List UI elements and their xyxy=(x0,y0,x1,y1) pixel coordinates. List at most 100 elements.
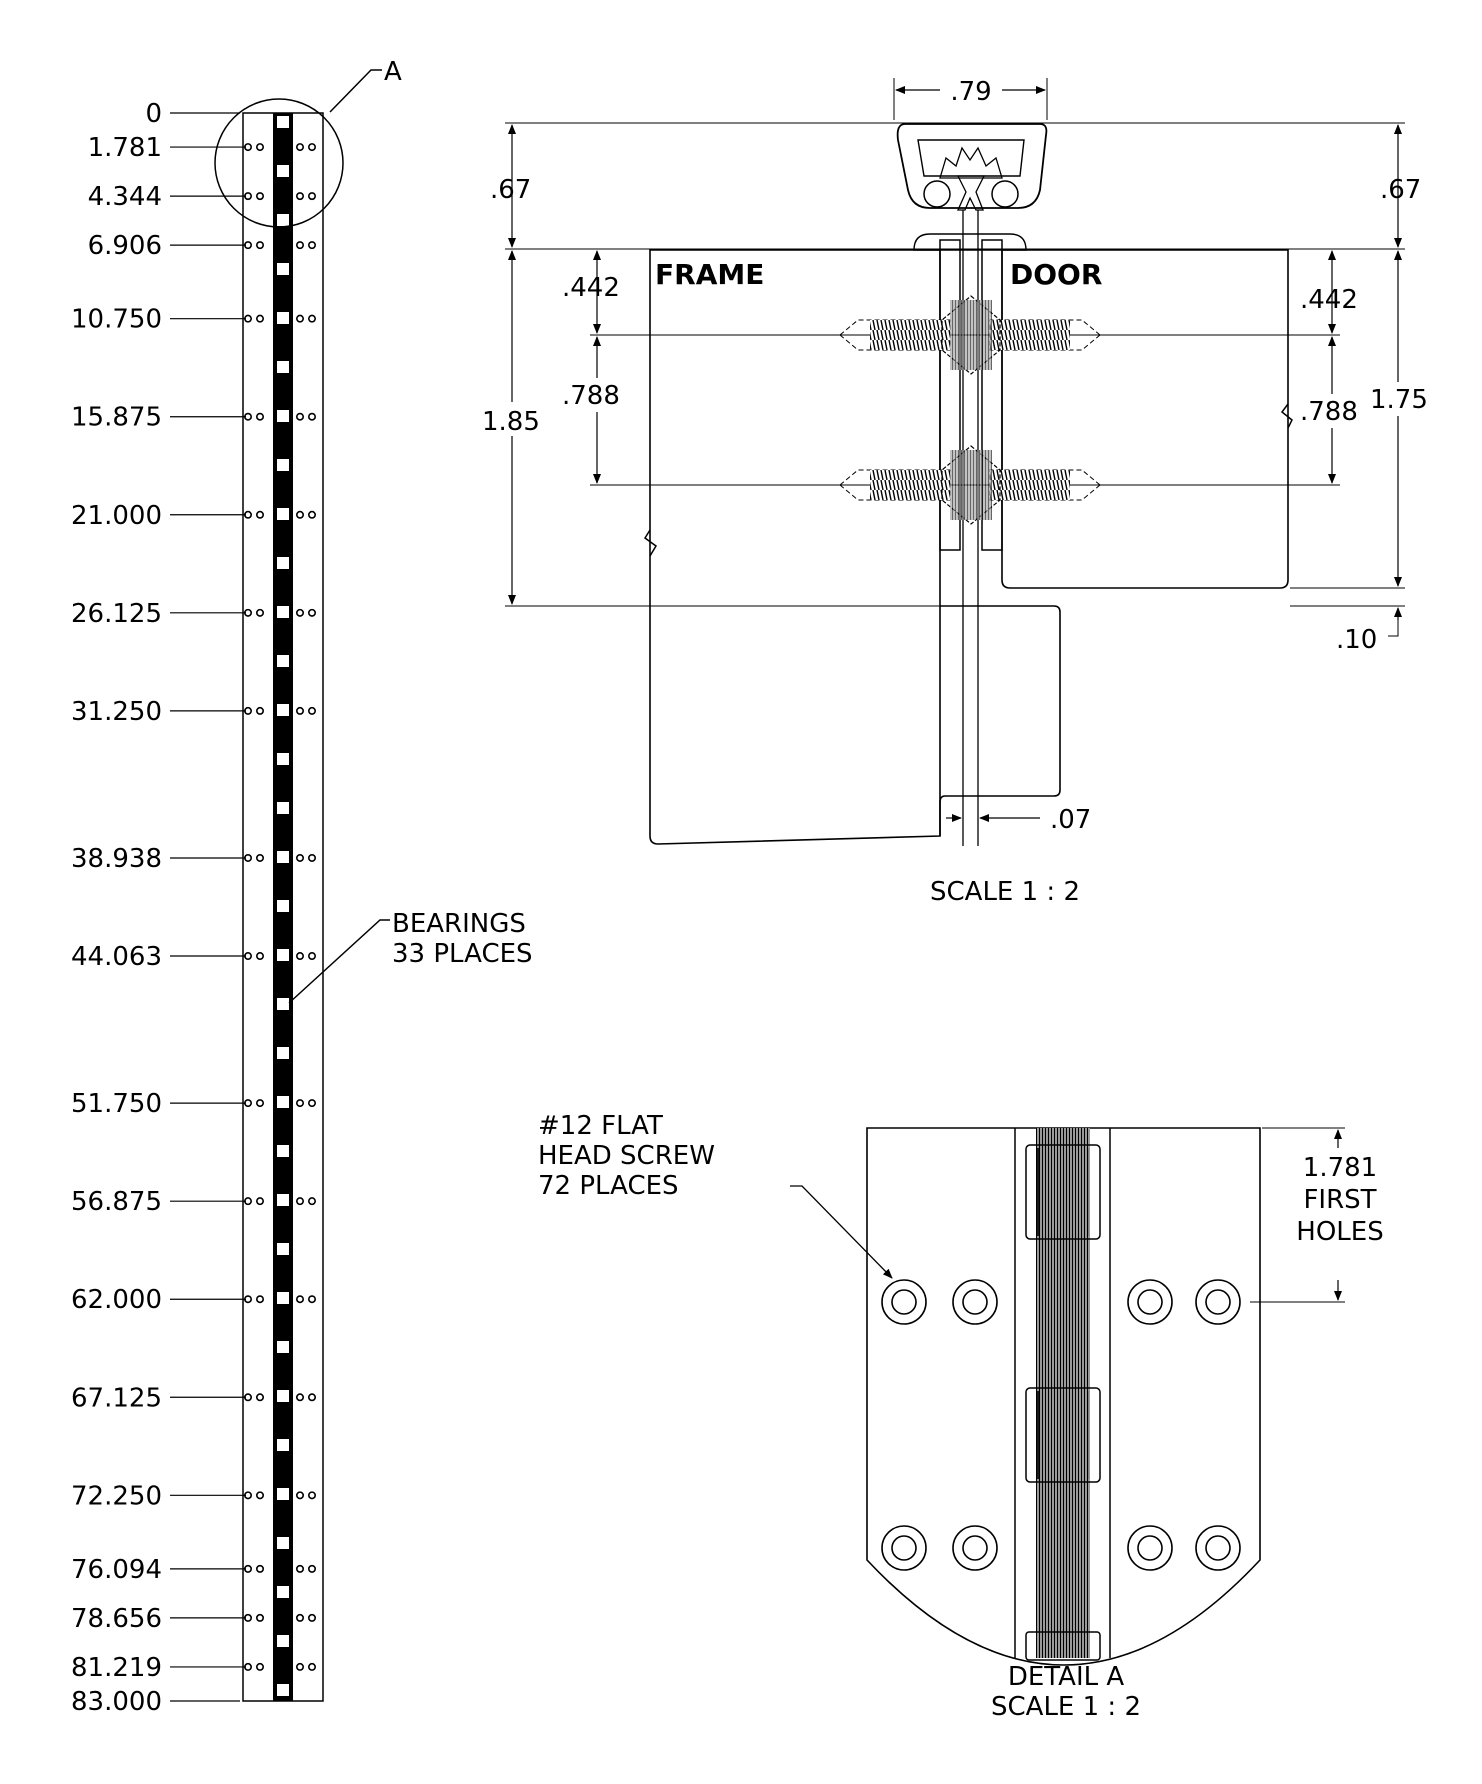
hinge-elevation-view: 01.7814.3446.90610.75015.87521.00026.125… xyxy=(71,57,533,1717)
screw-hole-mark xyxy=(307,510,316,519)
screw-hole-mark xyxy=(307,314,316,323)
detail-hole-outer xyxy=(1127,1525,1173,1571)
bearing-mark xyxy=(277,998,289,1010)
dim-788-right-label: .788 xyxy=(1300,397,1358,427)
bearing-mark xyxy=(277,802,289,814)
gear-pivot-right xyxy=(991,180,1019,208)
detail-hole-outer xyxy=(1195,1525,1241,1571)
screw-hole-mark xyxy=(255,192,264,201)
detail-a-view: #12 FLAT HEAD SCREW 72 PLACES 1.781 FIRS… xyxy=(538,1111,1384,1722)
bearing-mark xyxy=(277,459,289,471)
position-label: 6.906 xyxy=(88,231,162,261)
detail-hole-inner xyxy=(891,1289,917,1315)
gear-cover-cap xyxy=(896,123,1048,209)
position-label: 51.750 xyxy=(71,1089,162,1119)
screw-hole-mark xyxy=(307,143,316,152)
section-view: .79 .67 .67 1.85 1.75 .10 .442 .788 .442 xyxy=(478,77,1431,907)
screw-hole-mark xyxy=(295,608,304,617)
screw-hole-mark xyxy=(255,241,264,250)
position-label: 4.344 xyxy=(88,182,162,212)
door-break-mark xyxy=(1280,403,1293,429)
bearing-mark xyxy=(277,1292,289,1304)
screw-holes-elevation xyxy=(244,143,316,1671)
screw-hole-mark xyxy=(307,1197,316,1206)
screw-hole-mark xyxy=(307,241,316,250)
door-block xyxy=(1001,249,1289,589)
screw-hole-mark xyxy=(255,1662,264,1671)
gear-cover-inner xyxy=(917,139,1025,177)
position-label: 56.875 xyxy=(71,1187,162,1217)
bearing-mark xyxy=(277,753,289,765)
screw-hole-mark xyxy=(307,706,316,715)
screw-hole-mark xyxy=(255,1197,264,1206)
position-label: 31.250 xyxy=(71,697,162,727)
bearing-marks xyxy=(277,116,289,1696)
screw-hole-mark xyxy=(255,952,264,961)
bearing-mark xyxy=(277,214,289,226)
gear-pivot-left xyxy=(923,180,951,208)
screw-row-top xyxy=(839,295,1101,375)
bearing-mark xyxy=(277,1145,289,1157)
dim-07-label: .07 xyxy=(1050,805,1091,835)
screw-note-line2: HEAD SCREW xyxy=(538,1141,715,1171)
frame-block xyxy=(649,249,941,845)
position-label: 10.750 xyxy=(71,305,162,335)
screw-hole-mark xyxy=(255,853,264,862)
dim-10-label: .10 xyxy=(1336,625,1377,655)
detail-title: DETAIL A xyxy=(1008,1662,1125,1692)
screw-left-bottom-thread xyxy=(870,470,950,500)
bearing-mark xyxy=(277,851,289,863)
screw-note-leader xyxy=(790,1185,893,1279)
screw-hole-mark xyxy=(295,1295,304,1304)
bearing-mark xyxy=(277,1194,289,1206)
detail-bearing-bottom xyxy=(1025,1631,1101,1661)
detail-hole-inner xyxy=(891,1535,917,1561)
screw-hole-mark xyxy=(295,192,304,201)
detail-hole-inner xyxy=(962,1289,988,1315)
screw-hole-mark xyxy=(255,608,264,617)
position-label: 76.094 xyxy=(71,1555,162,1585)
bearings-note-line1: BEARINGS xyxy=(392,909,526,939)
position-label: 78.656 xyxy=(71,1604,162,1634)
dim-185-label: 1.85 xyxy=(482,407,540,437)
detail-hole-inner xyxy=(1137,1535,1163,1561)
frame-lower-block xyxy=(939,605,1061,836)
dim-788-left-label: .788 xyxy=(562,381,620,411)
hinge-leaf-frame xyxy=(939,239,961,551)
bearing-mark xyxy=(277,508,289,520)
screw-hole-mark xyxy=(307,412,316,421)
dim-185-gap xyxy=(478,402,546,436)
screw-hole-mark xyxy=(295,1662,304,1671)
position-label: 72.250 xyxy=(71,1481,162,1511)
bearings-leader xyxy=(288,919,390,1004)
bearing-mark xyxy=(277,361,289,373)
position-label: 62.000 xyxy=(71,1285,162,1315)
bearing-mark xyxy=(277,1096,289,1108)
bearing-mark xyxy=(277,1635,289,1647)
screw-hole-mark xyxy=(295,853,304,862)
bearing-mark xyxy=(277,557,289,569)
position-dimensions: 01.7814.3446.90610.75015.87521.00026.125… xyxy=(71,99,246,1717)
detail-hole-outer xyxy=(1127,1279,1173,1325)
detail-screw-holes xyxy=(881,1279,1241,1571)
screw-hole-mark xyxy=(307,952,316,961)
dim-175-label: 1.75 xyxy=(1370,385,1428,415)
detail-a-callout-label: A xyxy=(384,57,402,87)
first-holes-line3: HOLES xyxy=(1296,1217,1383,1247)
screw-hole-mark xyxy=(307,1662,316,1671)
bearing-mark xyxy=(277,1390,289,1402)
screw-hole-mark xyxy=(307,1613,316,1622)
bearing-mark xyxy=(277,1047,289,1059)
bearing-mark xyxy=(277,312,289,324)
bearings-note-line2: 33 PLACES xyxy=(392,939,533,969)
dim-788-left-gap xyxy=(562,378,632,412)
position-label: 26.125 xyxy=(71,599,162,629)
screw-hole-mark xyxy=(255,510,264,519)
detail-a-callout-circle xyxy=(214,98,344,228)
first-holes-line2: FIRST xyxy=(1303,1185,1376,1215)
detail-hole-outer xyxy=(881,1279,927,1325)
screw-hole-mark xyxy=(307,853,316,862)
screw-hole-mark xyxy=(307,1295,316,1304)
bearing-mark xyxy=(277,1243,289,1255)
